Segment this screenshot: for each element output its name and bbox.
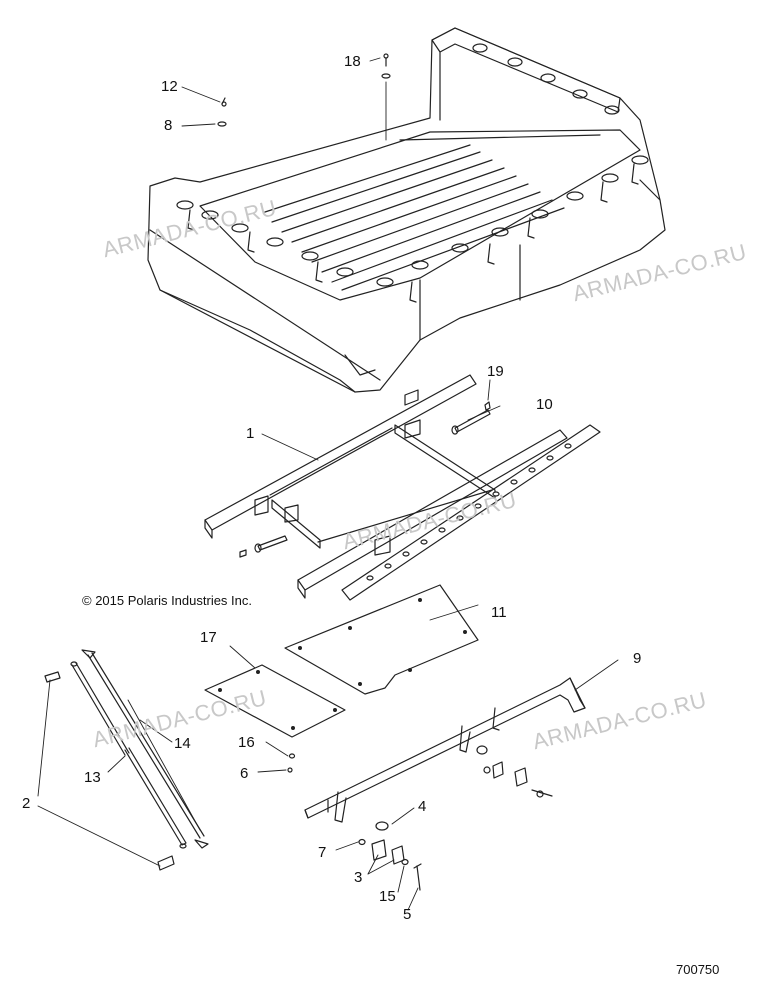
callout-12: 12 xyxy=(161,78,178,95)
document-number: 700750 xyxy=(676,962,720,977)
floor-panel-11 xyxy=(284,584,479,695)
callout-5: 5 xyxy=(403,906,412,923)
callout-14: 14 xyxy=(174,735,191,752)
callout-6: 6 xyxy=(240,765,249,782)
callout-8: 8 xyxy=(164,117,173,134)
callout-19: 19 xyxy=(487,363,504,380)
callout-11: 11 xyxy=(491,604,507,621)
box-frame xyxy=(204,374,601,601)
callout-13: 13 xyxy=(84,769,101,786)
callout-2: 2 xyxy=(22,795,31,812)
floor-panel-17 xyxy=(204,664,346,738)
callout-16: 16 xyxy=(238,734,255,751)
callout-1: 1 xyxy=(246,425,255,442)
callout-7: 7 xyxy=(318,844,327,861)
hardware xyxy=(217,53,553,891)
copyright-notice: © 2015 Polaris Industries Inc. xyxy=(82,593,252,608)
callout-17: 17 xyxy=(200,629,217,646)
callout-4: 4 xyxy=(418,798,427,815)
callout-3: 3 xyxy=(354,869,363,886)
callout-10: 10 xyxy=(536,396,553,413)
gas-strut-assembly xyxy=(44,649,209,871)
cargo-box xyxy=(147,27,666,393)
leader-lines xyxy=(37,57,619,911)
rear-tube-9 xyxy=(304,677,586,823)
callout-9: 9 xyxy=(633,650,642,667)
callout-18: 18 xyxy=(344,53,361,70)
callout-15: 15 xyxy=(379,888,396,905)
